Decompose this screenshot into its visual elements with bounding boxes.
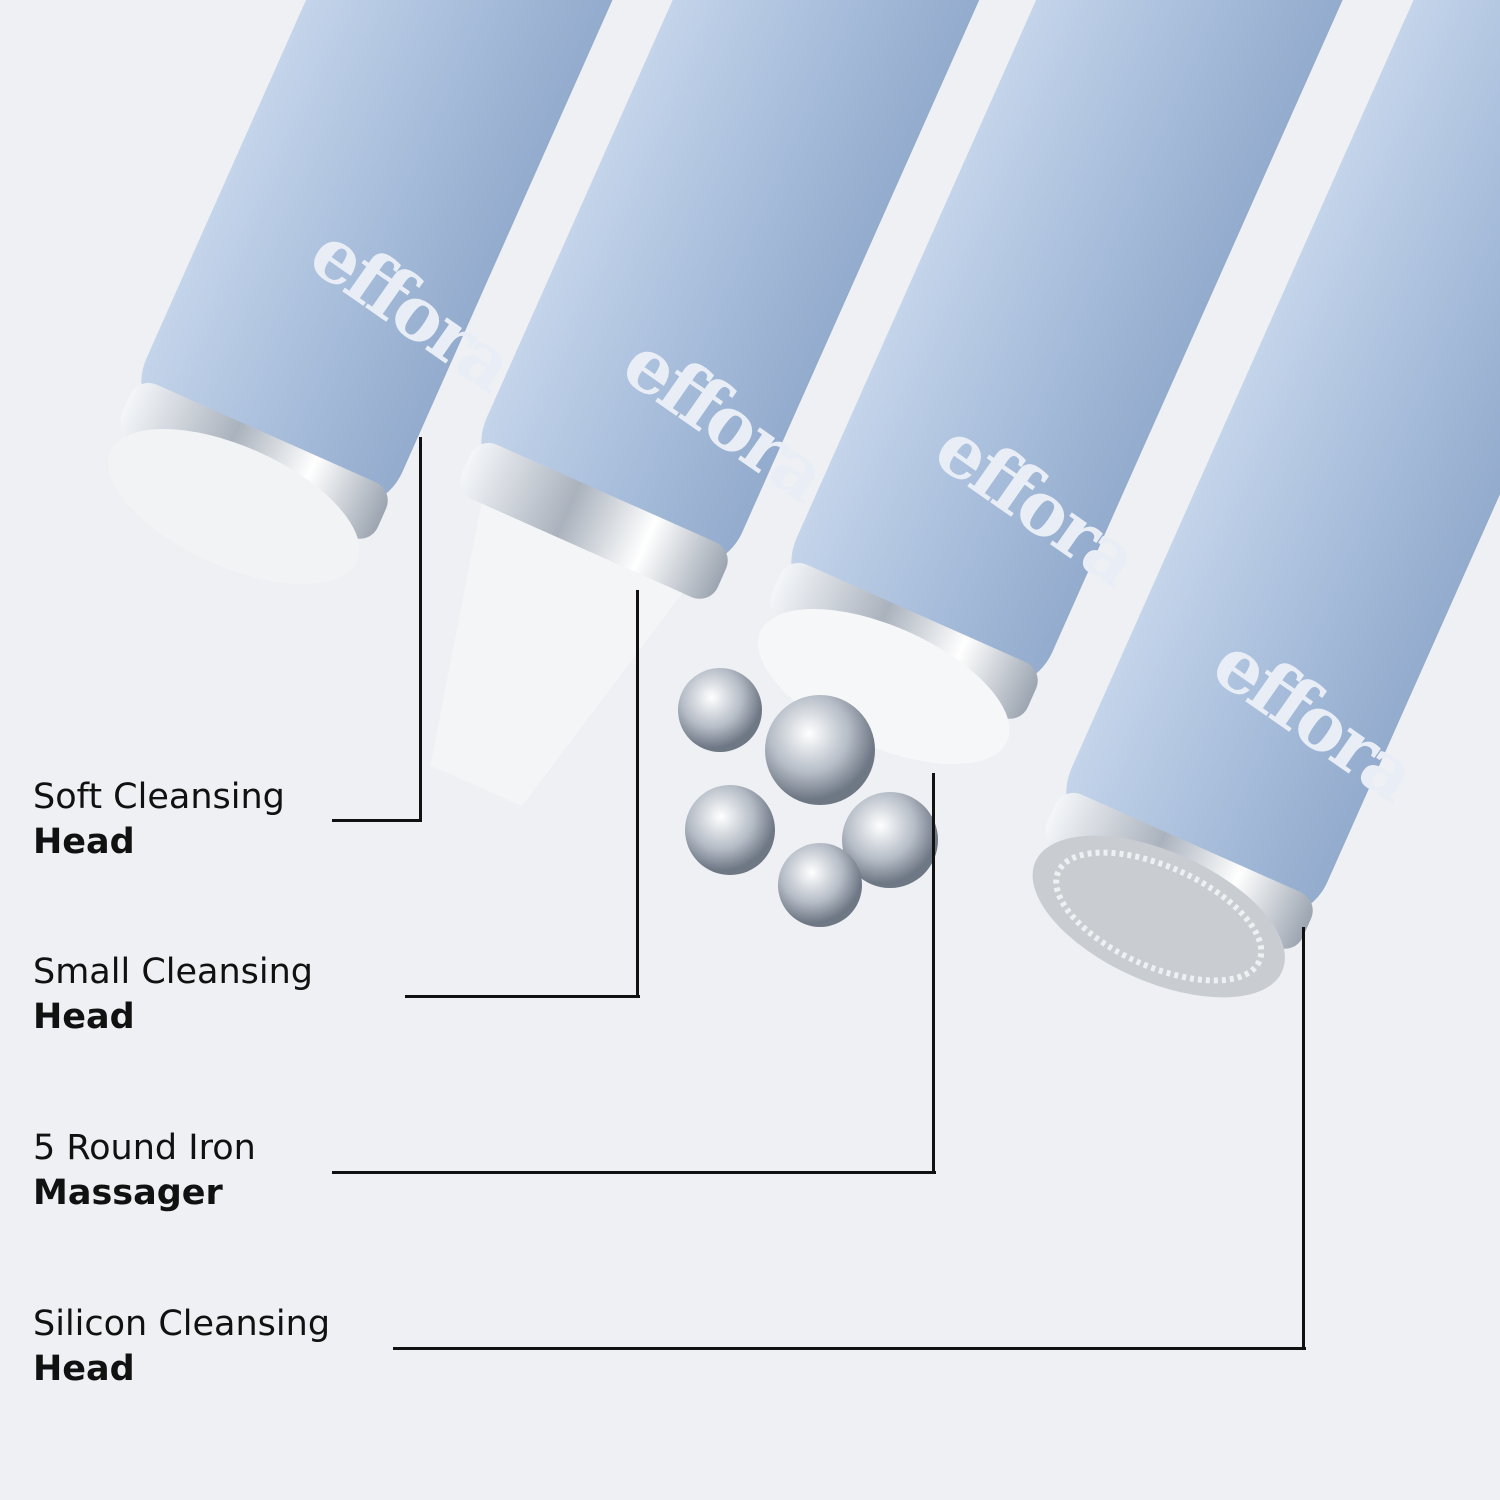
- massager-balls: [678, 668, 938, 927]
- connector-line: [419, 437, 422, 822]
- label-line2: Head: [33, 997, 135, 1037]
- device-3: [758, 0, 1500, 765]
- label-soft-cleansing-head: Soft Cleansing Head: [33, 775, 285, 865]
- connector-line: [636, 590, 639, 998]
- label-line2: Head: [33, 822, 135, 862]
- connector-line: [332, 819, 422, 822]
- label-line1: Silicon Cleansing: [33, 1304, 331, 1344]
- connector-line: [393, 1347, 1306, 1350]
- device-1: [108, 0, 888, 585]
- label-line1: Soft Cleansing: [33, 777, 285, 817]
- label-small-cleansing-head: Small Cleansing Head: [33, 950, 313, 1040]
- device-4: [1032, 0, 1500, 998]
- label-silicon-cleansing-head: Silicon Cleansing Head: [33, 1302, 330, 1392]
- label-round-iron-massager: 5 Round Iron Massager: [33, 1126, 256, 1216]
- label-line2: Head: [33, 1349, 135, 1389]
- connector-line: [932, 773, 935, 1174]
- device-2: [430, 0, 1228, 807]
- connector-line: [332, 1171, 936, 1174]
- connector-line: [1302, 927, 1305, 1350]
- connector-line: [405, 995, 640, 998]
- label-line2: Massager: [33, 1173, 223, 1213]
- label-line1: 5 Round Iron: [33, 1128, 256, 1168]
- label-line1: Small Cleansing: [33, 952, 314, 992]
